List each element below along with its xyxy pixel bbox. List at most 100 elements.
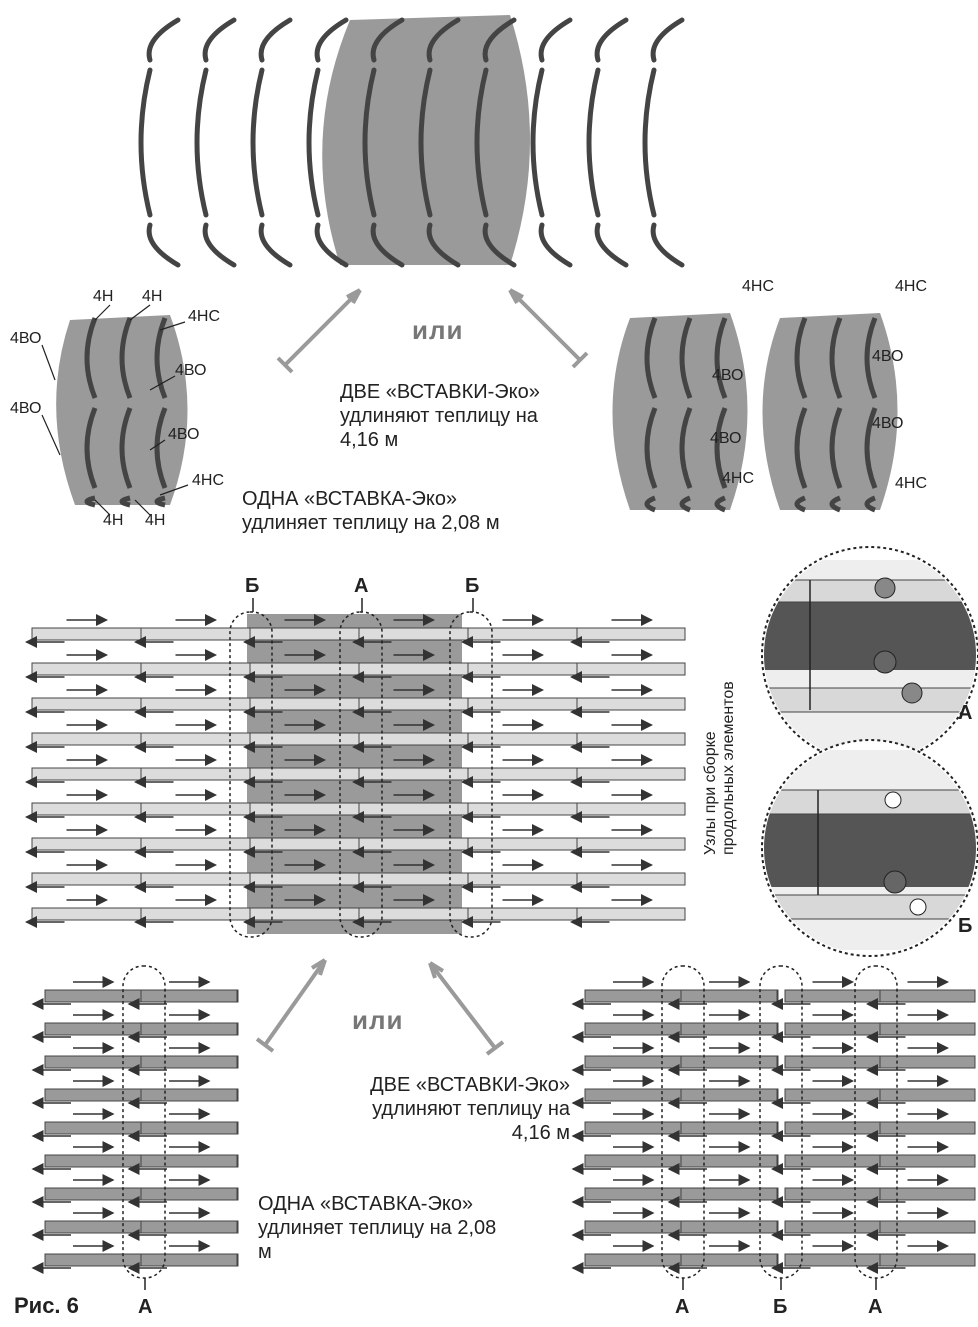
part-label-4nc: 4НС xyxy=(188,308,221,325)
bl-node-label-a: А xyxy=(138,1296,153,1318)
inset-node-a xyxy=(761,546,978,764)
connector-word-bottom: или xyxy=(352,1005,404,1035)
arc-segment xyxy=(138,67,153,218)
br-node-label-a: А xyxy=(675,1296,690,1318)
node-a-outline xyxy=(339,611,383,938)
arc-segment xyxy=(644,495,656,513)
arc-segment xyxy=(679,317,693,399)
arc-segment xyxy=(370,222,405,268)
arc-segment xyxy=(146,17,181,63)
part-label-4nc: 4НС xyxy=(192,472,225,489)
arc-segment xyxy=(362,67,377,218)
inset-label-a: А xyxy=(958,702,973,724)
inset-label-b: Б xyxy=(958,915,973,937)
arc-segment xyxy=(482,17,517,63)
part-label-4nc: 4НС xyxy=(895,278,928,295)
bottom-left-caption: ОДНА «ВСТАВКА-Эко» удлиняет теплицу на 2… xyxy=(258,1193,497,1263)
arc-segment xyxy=(418,67,433,218)
part-label-4vo: 4ВО xyxy=(10,400,42,417)
arc-segment xyxy=(84,317,98,399)
part-label-4vo: 4ВО xyxy=(710,430,742,447)
arc-segment xyxy=(530,67,545,218)
part-label-4nc: 4НС xyxy=(722,470,755,487)
arc-segment xyxy=(482,222,517,268)
top-left-variant xyxy=(41,304,189,516)
arc-segment xyxy=(644,407,658,489)
top-center-caption: ДВЕ «ВСТАВКИ-Эко» удлиняют теплицу на 4,… xyxy=(340,381,540,451)
part-label-4n: 4Н xyxy=(93,288,114,305)
arc-segment xyxy=(829,407,843,489)
arc-segment xyxy=(154,495,166,508)
inset-node-b xyxy=(761,739,978,957)
arc-segment xyxy=(794,495,806,513)
arc-segment xyxy=(864,407,878,489)
br-node-label-b: Б xyxy=(773,1296,788,1318)
arc-segment xyxy=(864,495,876,513)
top-left-caption: ОДНА «ВСТАВКА-Эко» удлиняет теплицу на 2… xyxy=(242,488,500,534)
arc-segment xyxy=(426,17,461,63)
part-label-4vo: 4ВО xyxy=(872,348,904,365)
part-label-4vo: 4ВО xyxy=(872,415,904,432)
arc-segment xyxy=(258,222,293,268)
arc-segment xyxy=(679,495,691,513)
arc-segment xyxy=(119,495,131,508)
part-label-4n: 4Н xyxy=(103,512,124,529)
arc-segment xyxy=(119,317,133,399)
node-label-b: Б xyxy=(465,575,480,597)
arc-segment xyxy=(154,317,168,399)
top-right-variant xyxy=(612,313,898,513)
part-label-4vo: 4ВО xyxy=(10,330,42,347)
arc-segment xyxy=(586,67,601,218)
arc-segment xyxy=(194,67,209,218)
arc-segment xyxy=(119,407,133,489)
arc-segment xyxy=(714,495,726,513)
connector-word-top: или xyxy=(412,315,464,345)
arc-segment xyxy=(202,17,237,63)
node-label-a: А xyxy=(354,575,369,597)
arc-segment xyxy=(829,317,843,399)
arc-segment xyxy=(642,67,657,218)
part-label-4n: 4Н xyxy=(142,288,163,305)
arc-segment xyxy=(370,17,405,63)
middle-longitudinal-grid xyxy=(25,598,686,938)
arc-segment xyxy=(84,407,98,489)
arc-segment xyxy=(794,407,808,489)
part-label-4vo: 4ВО xyxy=(712,367,744,384)
part-label-4n: 4Н xyxy=(145,512,166,529)
br-node-label-a: А xyxy=(868,1296,883,1318)
top-right-insert-shape-2 xyxy=(762,313,898,510)
arc-segment xyxy=(594,17,629,63)
part-label-4nc: 4НС xyxy=(895,475,928,492)
bottom-connector-arrows xyxy=(255,958,505,1056)
arc-segment xyxy=(154,407,168,489)
node-b1-outline xyxy=(229,611,273,938)
arc-segment xyxy=(314,17,349,63)
arc-segment xyxy=(202,222,237,268)
arc-segment xyxy=(714,407,728,489)
arc-segment xyxy=(679,407,693,489)
part-label-4vo: 4ВО xyxy=(168,426,200,443)
arc-segment xyxy=(594,222,629,268)
arc-segment xyxy=(650,222,685,268)
arc-segment xyxy=(258,17,293,63)
bottom-right-variant xyxy=(571,965,976,1290)
arc-segment xyxy=(538,17,573,63)
arc-segment xyxy=(474,67,489,218)
arc-segment xyxy=(426,222,461,268)
bottom-left-variant xyxy=(31,965,239,1290)
arc-segment xyxy=(714,317,728,399)
arc-segment xyxy=(644,317,658,399)
arc-segment xyxy=(306,67,321,218)
node-label-b: Б xyxy=(245,575,260,597)
node-b2-outline xyxy=(449,611,493,938)
bl-node-a-outline xyxy=(122,965,166,1279)
arc-segment xyxy=(864,317,878,399)
arc-segment xyxy=(314,222,349,268)
arc-segment xyxy=(829,495,841,513)
inset-caption: Узлы при сборке продольных элементов xyxy=(702,681,737,855)
arc-segment xyxy=(794,317,808,399)
figure-label: Рис. 6 xyxy=(14,1293,79,1318)
top-greenhouse-arcs xyxy=(138,15,685,268)
top-connector-arrows xyxy=(276,288,589,374)
